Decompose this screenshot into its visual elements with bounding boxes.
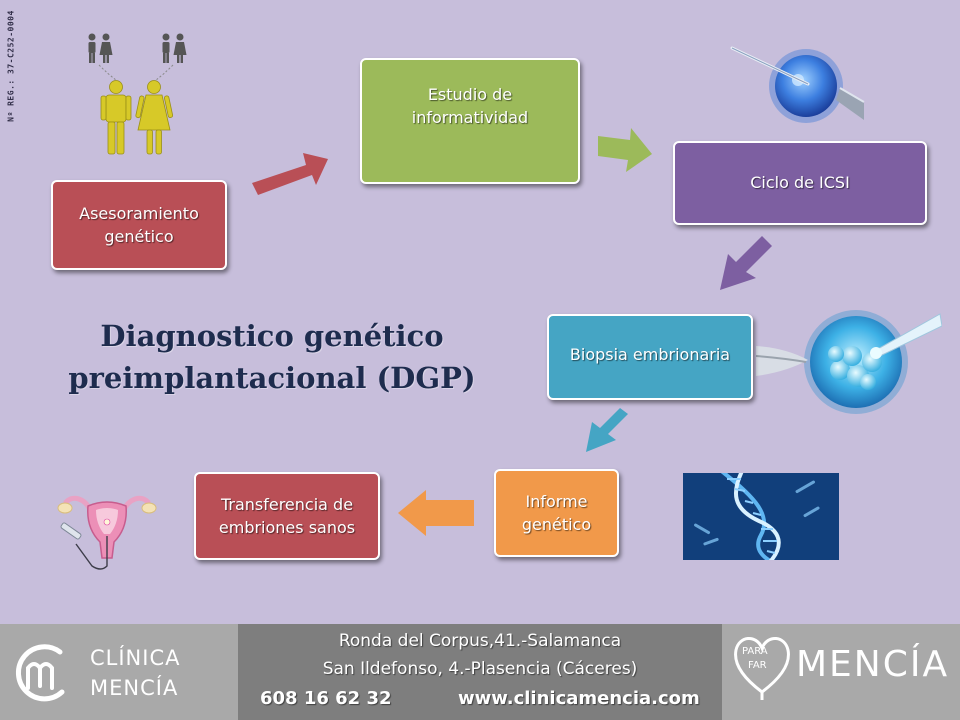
- diagram-title: Diagnostico genético preimplantacional (…: [68, 319, 476, 396]
- website-link[interactable]: www.clinicamencia.com: [458, 688, 700, 709]
- brand-name: MENCÍA: [796, 644, 950, 685]
- address-plasencia: San Ildefonso, 4.-Plasencia (Cáceres): [322, 659, 638, 679]
- brand-small-text-2: FAR: [748, 660, 767, 671]
- arrow-step1-to-step2: [252, 153, 328, 195]
- step-ciclo-icsi: Ciclo de ICSI: [673, 141, 927, 225]
- arrow-step3-to-step4: [720, 236, 772, 290]
- brand-small-text-1: PARA: [742, 646, 768, 657]
- contact-panel: Ronda del Corpus,41.-Salamanca San Ildef…: [238, 624, 722, 720]
- arrow-step5-to-step6: [398, 490, 474, 536]
- phone-number[interactable]: 608 16 62 32: [260, 688, 392, 709]
- clinic-logo-panel: CLÍNICA MENCÍA: [0, 624, 238, 720]
- clinic-logo-icon: [15, 644, 65, 702]
- brand-logo-icon: [734, 637, 790, 700]
- family-icon: [88, 33, 187, 155]
- brand-logo-panel: PARA FAR MENCÍA: [722, 624, 960, 720]
- step-biopsia-embrionaria: Biopsia embrionaria: [547, 314, 753, 400]
- footer: CLÍNICA MENCÍA Ronda del Corpus,41.-Sala…: [0, 624, 960, 720]
- clinic-logo-text-1: CLÍNICA: [90, 646, 181, 670]
- uterus-transfer-icon: [57, 495, 157, 570]
- arrow-step2-to-step3: [598, 128, 652, 172]
- oocyte-icsi-icon: [730, 46, 865, 123]
- arrow-step4-to-step5: [586, 408, 628, 452]
- dna-icon: [683, 473, 839, 560]
- diagram-canvas: Nº REG.: 37-C252-0004: [6, 10, 942, 570]
- address-salamanca: Ronda del Corpus,41.-Salamanca: [338, 631, 622, 651]
- clinic-logo-text-2: MENCÍA: [90, 676, 179, 700]
- embryo-biopsy-icon: [756, 310, 942, 414]
- registry-code: Nº REG.: 37-C252-0004: [6, 10, 16, 122]
